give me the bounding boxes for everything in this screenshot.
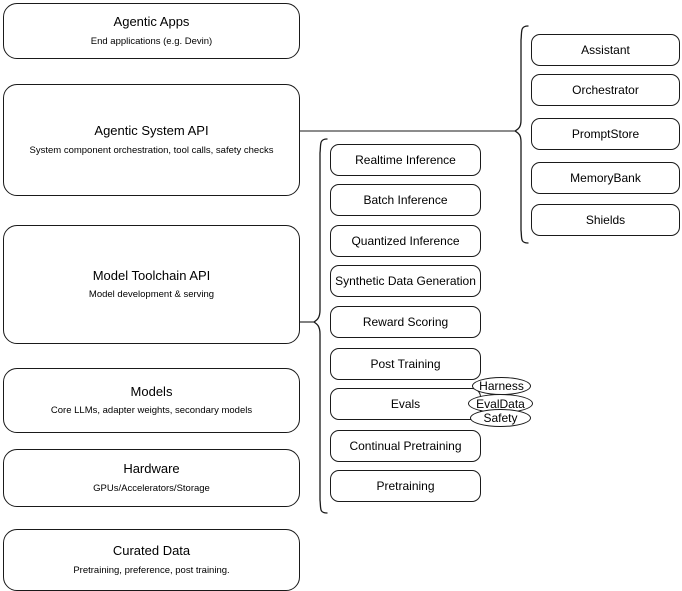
toolchain-item-batch-inference[interactable]: Batch Inference [330, 184, 481, 216]
toolchain-item-reward-scoring[interactable]: Reward Scoring [330, 306, 481, 338]
toolchain-item-label: Synthetic Data Generation [335, 273, 476, 288]
layer-title: Agentic System API [94, 123, 209, 139]
brace-toolchain-components [312, 138, 328, 514]
layer-curated-data[interactable]: Curated Data Pretraining, preference, po… [3, 529, 300, 591]
toolchain-item-label: Post Training [370, 356, 441, 371]
eval-tag-safety[interactable]: Safety [470, 409, 531, 427]
agentic-item-promptstore[interactable]: PromptStore [531, 118, 680, 150]
agentic-item-label: PromptStore [571, 126, 640, 141]
agentic-item-label: Assistant [581, 42, 630, 57]
layer-subtitle: Model development & serving [88, 289, 215, 301]
agentic-item-label: Shields [585, 212, 626, 227]
layer-title: Curated Data [112, 543, 191, 559]
agentic-item-memorybank[interactable]: MemoryBank [531, 162, 680, 194]
layer-subtitle: System component orchestration, tool cal… [29, 144, 274, 156]
toolchain-item-label: Quantized Inference [351, 233, 460, 248]
eval-tag-harness[interactable]: Harness [472, 377, 531, 395]
toolchain-item-label: Pretraining [376, 478, 435, 493]
eval-tag-label: Harness [479, 379, 524, 393]
layer-title: Agentic Apps [113, 14, 190, 30]
toolchain-item-post-training[interactable]: Post Training [330, 348, 481, 380]
toolchain-item-evals[interactable]: Evals [330, 388, 481, 420]
layer-subtitle: GPUs/Accelerators/Storage [93, 482, 210, 494]
eval-tag-label: EvalData [476, 396, 525, 411]
toolchain-item-quantized-inference[interactable]: Quantized Inference [330, 225, 481, 257]
eval-tag-label: Safety [483, 411, 518, 425]
layer-title: Hardware [123, 461, 180, 477]
agentic-item-shields[interactable]: Shields [531, 204, 680, 236]
layer-title: Model Toolchain API [92, 267, 211, 283]
toolchain-item-label: Reward Scoring [362, 314, 449, 329]
layer-subtitle: End applications (e.g. Devin) [90, 35, 213, 47]
toolchain-item-realtime-inference[interactable]: Realtime Inference [330, 144, 481, 176]
toolchain-item-label: Evals [390, 396, 421, 411]
layer-agentic-apps[interactable]: Agentic Apps End applications (e.g. Devi… [3, 3, 300, 59]
agentic-item-assistant[interactable]: Assistant [531, 34, 680, 66]
layer-subtitle: Pretraining, preference, post training. [73, 564, 230, 576]
layer-subtitle: Core LLMs, adapter weights, secondary mo… [50, 405, 253, 417]
agentic-item-label: MemoryBank [570, 170, 641, 185]
agentic-item-label: Orchestrator [572, 82, 639, 97]
layer-title: Models [130, 383, 173, 399]
toolchain-item-pretraining[interactable]: Pretraining [330, 470, 481, 502]
toolchain-item-continual-pretraining[interactable]: Continual Pretraining [330, 430, 481, 462]
toolchain-item-synthetic-data-generation[interactable]: Synthetic Data Generation [330, 265, 481, 297]
layer-model-toolchain-api[interactable]: Model Toolchain API Model development & … [3, 225, 300, 344]
agentic-item-orchestrator[interactable]: Orchestrator [531, 74, 680, 106]
layer-hardware[interactable]: Hardware GPUs/Accelerators/Storage [3, 449, 300, 507]
layer-agentic-system-api[interactable]: Agentic System API System component orch… [3, 84, 300, 196]
brace-agentic-components [513, 25, 529, 244]
toolchain-item-label: Continual Pretraining [349, 438, 462, 453]
toolchain-item-label: Batch Inference [363, 192, 448, 207]
layer-models[interactable]: Models Core LLMs, adapter weights, secon… [3, 368, 300, 433]
toolchain-item-label: Realtime Inference [355, 152, 456, 167]
